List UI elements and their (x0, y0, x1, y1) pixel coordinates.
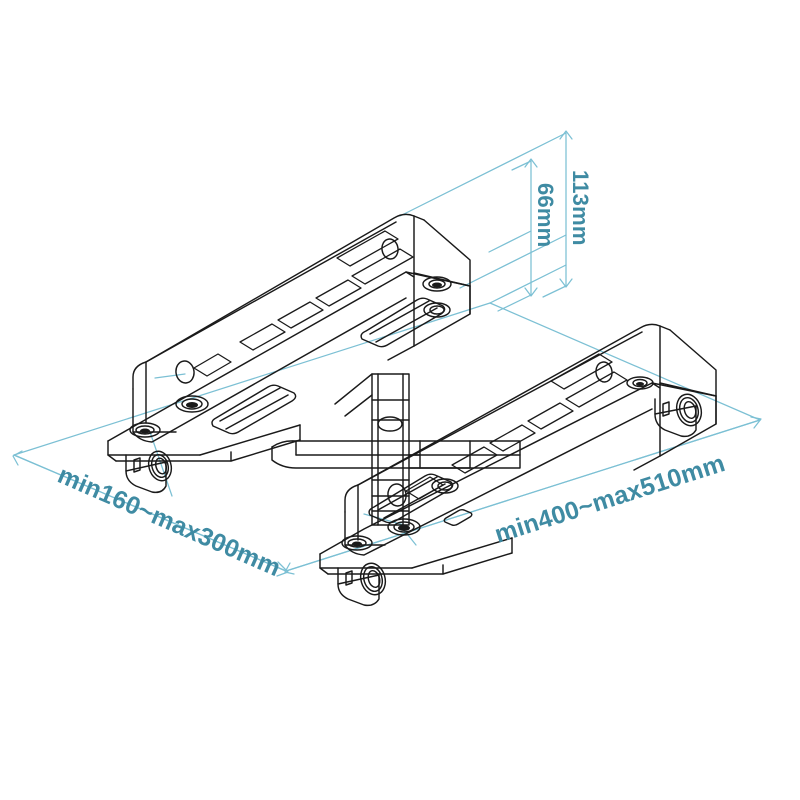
small-slot-front (443, 508, 473, 527)
dim-66mm-geometry (497, 158, 538, 312)
countersunk-hole-front-c (626, 376, 654, 390)
caster-rear-right (654, 393, 703, 438)
leader-line-rear-rail (154, 373, 186, 379)
dim-label-66mm: 66mm (533, 183, 558, 247)
adjustment-slot-rear-lower (211, 384, 297, 435)
countersunk-hole-rear-a (175, 395, 209, 413)
crossbar-assembly (271, 373, 521, 526)
rail-rear (107, 213, 703, 494)
countersunk-hole-rear-c (422, 276, 452, 292)
countersunk-hole-front-a (387, 518, 421, 536)
dim-113mm-geometry (542, 130, 573, 298)
dimension-lines-group (12, 130, 762, 577)
web-hole-rear (175, 360, 195, 384)
web-pin-front (595, 361, 613, 383)
countersunk-hole-rear-b (129, 422, 161, 438)
diamond-ventilation-slots-rear (193, 230, 414, 377)
countersunk-hole-front-b (341, 535, 373, 551)
dim-label-113mm: 113mm (568, 170, 593, 246)
height-projection-guides (399, 132, 567, 304)
caster-rear-left (125, 450, 173, 494)
caster-front-left (337, 562, 387, 607)
product-geometry-group (107, 213, 717, 607)
web-pin-rear (381, 238, 399, 260)
rail-front (319, 323, 717, 607)
dim-width-geometry (12, 431, 289, 577)
adjustment-slot-rear-upper (360, 297, 451, 348)
adjustment-slot-front-lower (368, 473, 459, 524)
